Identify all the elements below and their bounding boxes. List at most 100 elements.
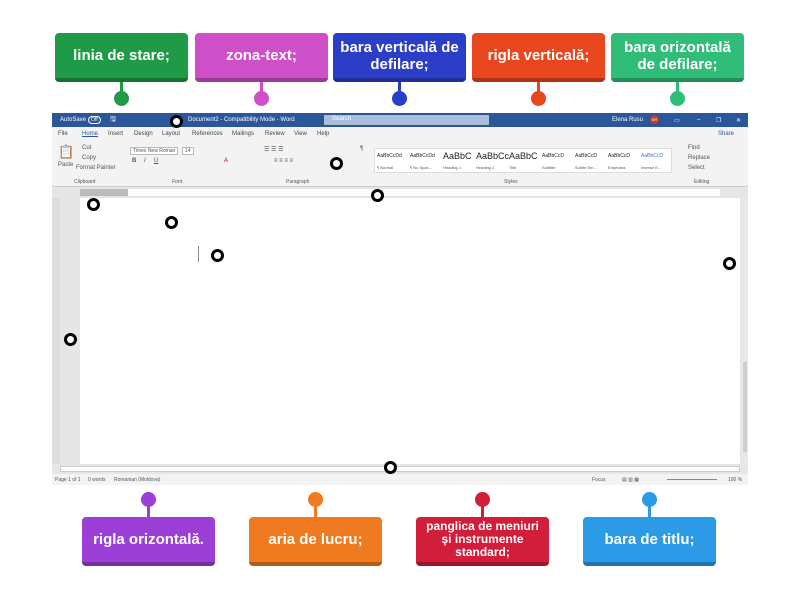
- focus-button[interactable]: Focus: [592, 477, 606, 483]
- italic-button[interactable]: I: [144, 158, 146, 164]
- zoom-slider[interactable]: [667, 479, 717, 480]
- save-icon[interactable]: 🖫: [110, 116, 116, 123]
- search-input[interactable]: Search: [324, 115, 489, 125]
- font-color-button[interactable]: A: [224, 158, 229, 164]
- label-top[interactable]: bara orizontală de defilare;: [611, 33, 744, 82]
- style-preview[interactable]: AaBbCcD: [542, 153, 564, 159]
- search-placeholder: Search: [332, 116, 352, 122]
- drop-marker[interactable]: [64, 333, 77, 346]
- target-dot[interactable]: [114, 91, 129, 106]
- group-label: Clipboard: [74, 179, 96, 185]
- style-preview[interactable]: AaBbCcDd: [410, 153, 435, 159]
- underline-button[interactable]: U: [154, 158, 159, 164]
- tab-help[interactable]: Help: [317, 131, 330, 137]
- label-top[interactable]: zona-text;: [195, 33, 328, 82]
- view-buttons[interactable]: ▤ ▥ ▦: [622, 477, 639, 483]
- drop-marker[interactable]: [165, 216, 178, 229]
- tab-file[interactable]: File: [58, 131, 68, 137]
- horizontal-ruler[interactable]: [52, 187, 748, 197]
- user-name: Elena Rusu: [612, 117, 644, 123]
- replace-button[interactable]: Replace: [688, 155, 711, 161]
- restore-icon[interactable]: ❐: [716, 118, 722, 124]
- title-bar: AutoSave Off 🖫 Document2 - Compatibility…: [52, 113, 748, 127]
- drop-marker[interactable]: [211, 249, 224, 262]
- target-dot[interactable]: [670, 91, 685, 106]
- target-dot[interactable]: [254, 91, 269, 106]
- tab-view[interactable]: View: [294, 131, 307, 137]
- horizontal-scrollbar[interactable]: [60, 466, 740, 472]
- tab-mailings[interactable]: Mailings: [232, 131, 255, 137]
- minimize-icon[interactable]: –: [697, 117, 701, 123]
- group-label: Styles: [504, 179, 518, 185]
- drop-marker[interactable]: [330, 157, 343, 170]
- style-name: Emphasis: [608, 165, 626, 170]
- style-preview[interactable]: AaBbCcDd: [377, 153, 402, 159]
- align-icon[interactable]: ≡ ≡ ≡ ≡: [274, 158, 294, 164]
- style-name: Title: [509, 165, 517, 170]
- document-page[interactable]: [80, 198, 740, 464]
- cut-button[interactable]: Cut: [82, 145, 92, 151]
- avatar[interactable]: ER: [650, 115, 659, 124]
- tab-references[interactable]: References: [192, 131, 223, 137]
- ribbon-display-icon[interactable]: ▭: [674, 118, 680, 124]
- bullets-icon[interactable]: ☰ ☰ ☰: [264, 147, 284, 153]
- autosave-toggle[interactable]: Off: [88, 116, 101, 124]
- bold-button[interactable]: B: [132, 158, 137, 164]
- connector: [398, 82, 401, 98]
- copy-button[interactable]: Copy: [82, 155, 97, 161]
- target-dot[interactable]: [642, 492, 657, 507]
- style-preview[interactable]: AaBbCcD: [608, 153, 630, 159]
- connector: [481, 505, 484, 521]
- target-dot[interactable]: [392, 91, 407, 106]
- paste-icon[interactable]: 📋: [58, 144, 75, 159]
- find-button[interactable]: Find: [688, 145, 700, 151]
- style-name: Heading 2: [476, 165, 495, 170]
- select-button[interactable]: Select: [688, 165, 705, 171]
- autosave-label: AutoSave: [60, 117, 87, 123]
- target-dot[interactable]: [141, 492, 156, 507]
- style-name: Subtle Em...: [575, 165, 597, 170]
- style-preview[interactable]: AaBbCcD: [575, 153, 597, 159]
- format-painter-button[interactable]: Format Painter: [76, 165, 116, 171]
- tab-review[interactable]: Review: [265, 131, 285, 137]
- tab-design[interactable]: Design: [134, 131, 153, 137]
- label-top[interactable]: rigla verticală;: [472, 33, 605, 82]
- target-dot[interactable]: [308, 492, 323, 507]
- vertical-scrollbar[interactable]: [742, 197, 748, 465]
- target-dot[interactable]: [475, 492, 490, 507]
- style-preview[interactable]: AaBbC: [509, 151, 538, 161]
- font-name-select[interactable]: Times New Roman: [130, 147, 179, 155]
- drop-marker[interactable]: [87, 198, 100, 211]
- style-name: Heading 1: [443, 165, 462, 170]
- paste-button[interactable]: Paste: [58, 162, 74, 168]
- drop-marker[interactable]: [170, 115, 183, 128]
- style-preview[interactable]: AaBbC: [443, 151, 472, 161]
- language[interactable]: Romanian (Moldova): [114, 477, 161, 483]
- connector: [537, 82, 540, 98]
- target-dot[interactable]: [531, 91, 546, 106]
- zoom-level[interactable]: 100 %: [728, 477, 743, 483]
- tab-layout[interactable]: Layout: [162, 131, 181, 137]
- pilcrow-icon[interactable]: ¶: [360, 146, 364, 152]
- label-bottom[interactable]: aria de lucru;: [249, 517, 382, 566]
- tab-home[interactable]: Home: [82, 131, 99, 137]
- style-preview[interactable]: AaBbCc: [476, 151, 510, 161]
- share-button[interactable]: Share: [718, 131, 735, 137]
- close-icon[interactable]: ✕: [736, 118, 742, 124]
- label-top[interactable]: linia de stare;: [55, 33, 188, 82]
- group-label: Font: [172, 179, 183, 185]
- label-bottom[interactable]: panglica de meniuri şi instrumente stand…: [416, 517, 549, 566]
- label-bottom[interactable]: bara de titlu;: [583, 517, 716, 566]
- label-bottom[interactable]: rigla orizontală.: [82, 517, 215, 566]
- style-preview[interactable]: AaBbCcD: [641, 153, 663, 159]
- connector: [147, 505, 150, 521]
- drop-marker[interactable]: [371, 189, 384, 202]
- label-top[interactable]: bara verticală de defilare;: [333, 33, 466, 82]
- drop-marker[interactable]: [723, 257, 736, 270]
- vertical-ruler[interactable]: [52, 198, 60, 464]
- drop-marker[interactable]: [384, 461, 397, 474]
- font-size-select[interactable]: 14: [182, 147, 194, 155]
- connector: [648, 505, 651, 521]
- tab-insert[interactable]: Insert: [108, 131, 124, 137]
